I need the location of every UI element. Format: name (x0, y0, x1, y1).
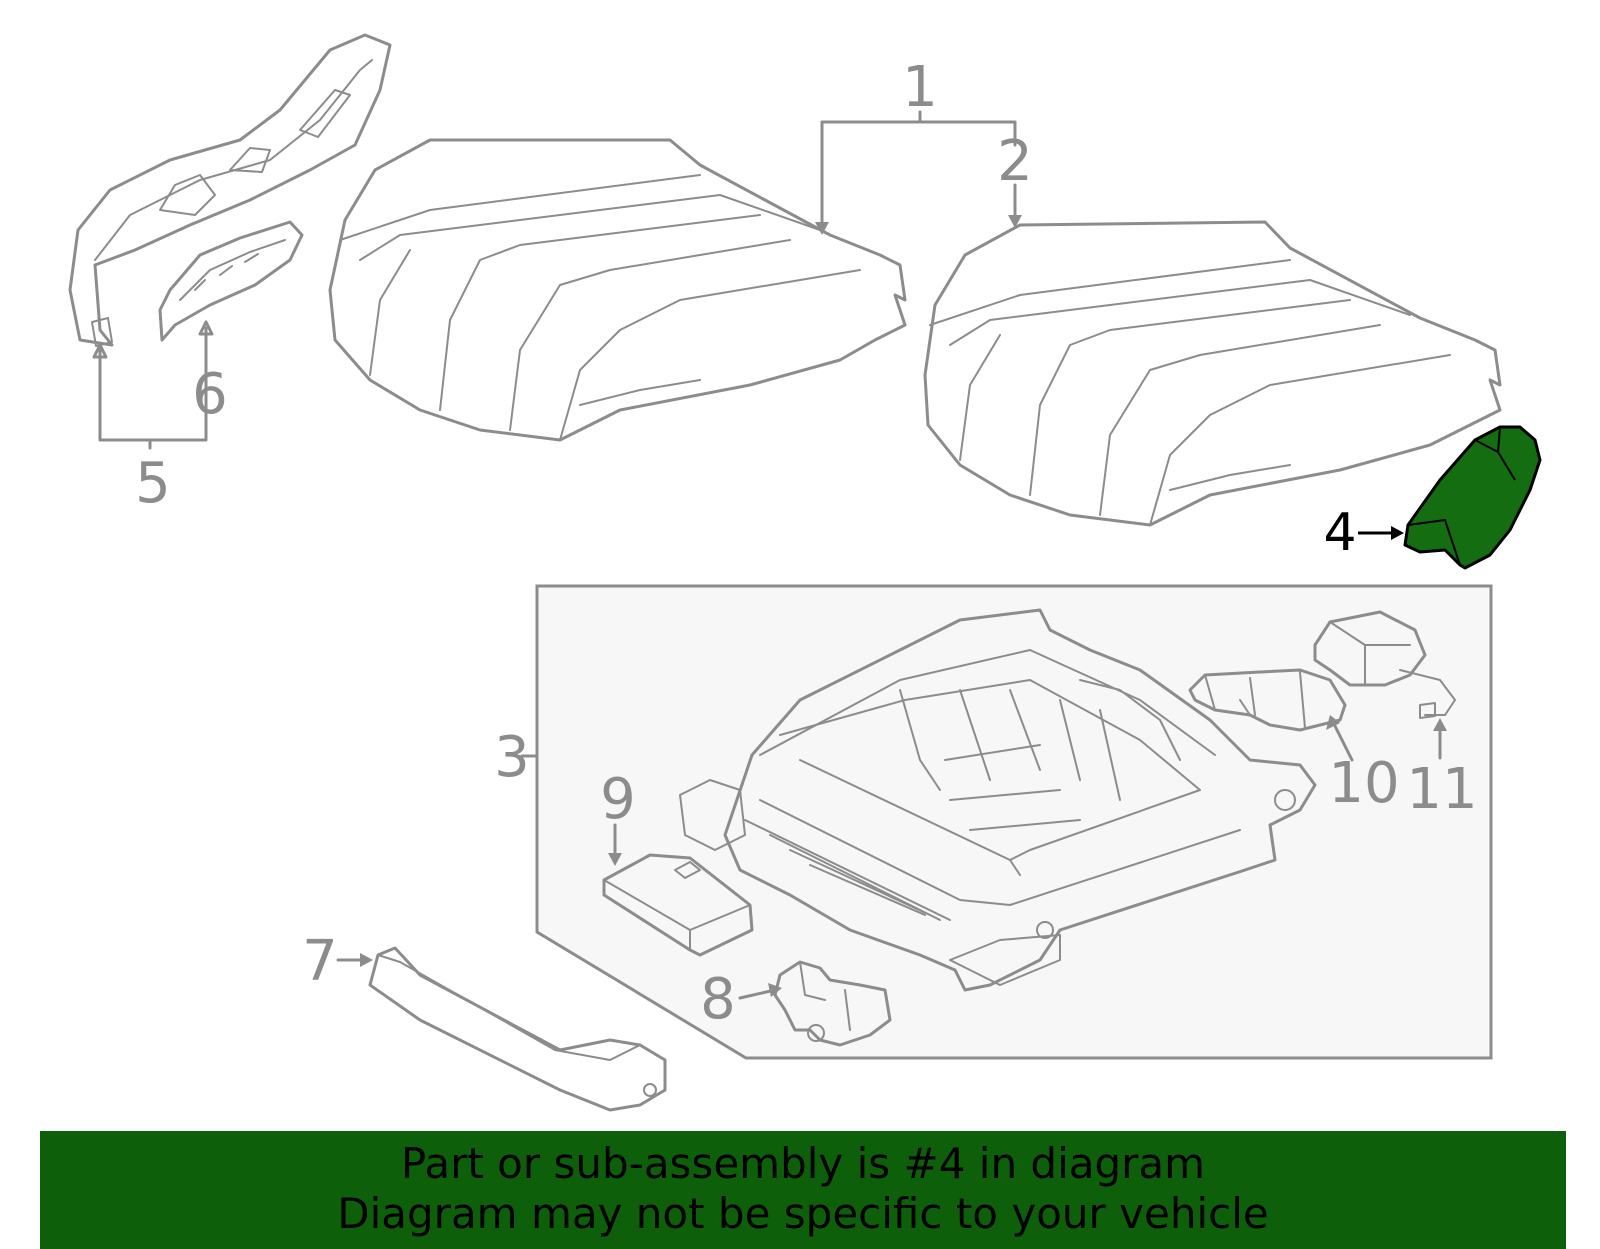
arrow-11 (1433, 718, 1447, 731)
seat-cushion-part-1 (328, 138, 907, 442)
frame-assembly-box (535, 584, 1493, 1060)
callout-4: 4 (1323, 503, 1356, 563)
leader-8 (738, 988, 777, 1000)
motor-part-10 (1188, 668, 1347, 732)
callout-6: 6 (192, 362, 228, 427)
callout-11: 11 (1406, 757, 1477, 822)
seat-switch-part (158, 220, 304, 342)
leader-5-6 (98, 326, 208, 450)
banner-line-1: Part or sub-assembly is #4 in diagram (400, 1139, 1206, 1188)
side-trim-panel-part (68, 33, 392, 347)
arrow-5 (92, 343, 108, 359)
actuator-part-8 (773, 960, 892, 1047)
arrow-9 (608, 853, 622, 866)
arrow-8 (768, 983, 782, 997)
callout-2: 2 (997, 129, 1033, 194)
seat-cushion-part-2 (923, 220, 1502, 527)
callout-10: 10 (1328, 751, 1399, 816)
callout-1: 1 (902, 55, 938, 120)
trim-bar-part-7 (368, 946, 667, 1112)
callout-8: 8 (700, 967, 736, 1032)
arrow-1 (815, 222, 829, 235)
callout-3: 3 (494, 725, 530, 790)
control-module-part-9 (602, 853, 754, 957)
arrow-6 (198, 320, 214, 336)
sensor-part-11 (1313, 610, 1456, 719)
disclaimer-banner: Part or sub-assembly is #4 in diagram Di… (40, 1131, 1566, 1249)
seat-frame-part (679, 608, 1317, 992)
arrow-2 (1008, 215, 1022, 228)
callout-9: 9 (600, 767, 636, 832)
banner-line-2: Diagram may not be specific to your vehi… (337, 1189, 1269, 1238)
highlighted-part-4 (1403, 425, 1542, 570)
arrow-7 (360, 953, 373, 967)
arrow-10 (1326, 715, 1340, 730)
callout-5: 5 (135, 451, 171, 516)
arrow-4 (1391, 526, 1404, 540)
callout-7: 7 (302, 929, 338, 994)
leader-1 (820, 110, 1017, 230)
leader-10 (1331, 720, 1354, 762)
